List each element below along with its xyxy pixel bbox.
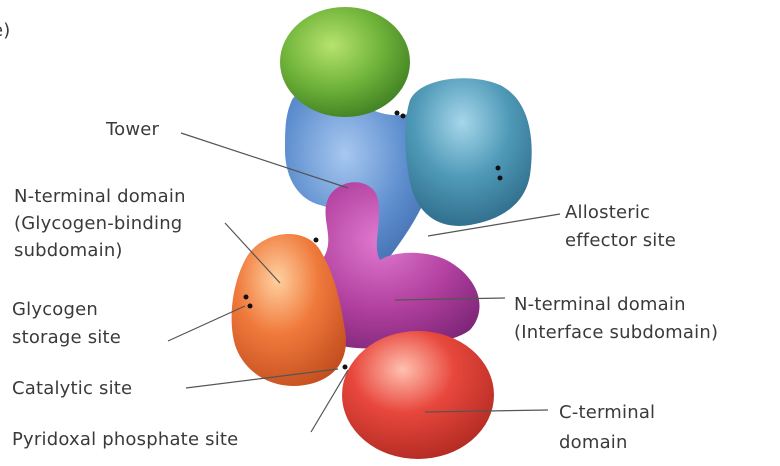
red-domain [342,331,494,459]
site-dot [248,304,253,309]
label-line: subdomain) [14,237,186,264]
label-line: storage site [12,324,121,352]
label-line: Allosteric [565,199,676,227]
label-line: N-terminal domain [514,291,718,319]
site-dot [244,295,249,300]
label-pyridoxal-phosphate-site: Pyridoxal phosphate site [12,427,238,453]
label-line: C-terminal [559,398,655,428]
label-c-terminal-domain: C-terminal domain [559,398,655,458]
site-dot [498,176,503,181]
panel-letter: e) [0,18,11,44]
green-domain [280,7,410,117]
label-line: N-terminal domain [14,183,186,210]
site-dot [343,365,348,370]
site-dot [496,166,501,171]
label-catalytic-site: Catalytic site [12,376,132,402]
teal-domain [405,78,531,226]
label-line: (Glycogen-binding [14,210,186,237]
site-dot [401,114,406,119]
label-tower: Tower [106,117,159,143]
label-allosteric-effector-site: Allosteric effector site [565,199,676,255]
label-n-terminal-interface: N-terminal domain (Interface subdomain) [514,291,718,347]
label-n-terminal-glycogen-binding: N-terminal domain (Glycogen-binding subd… [14,183,186,264]
label-line: effector site [565,227,676,255]
site-dot [314,238,319,243]
label-line: (Interface subdomain) [514,319,718,347]
label-glycogen-storage-site: Glycogen storage site [12,296,121,352]
label-line: Glycogen [12,296,121,324]
label-line: domain [559,428,655,458]
site-dot [395,111,400,116]
